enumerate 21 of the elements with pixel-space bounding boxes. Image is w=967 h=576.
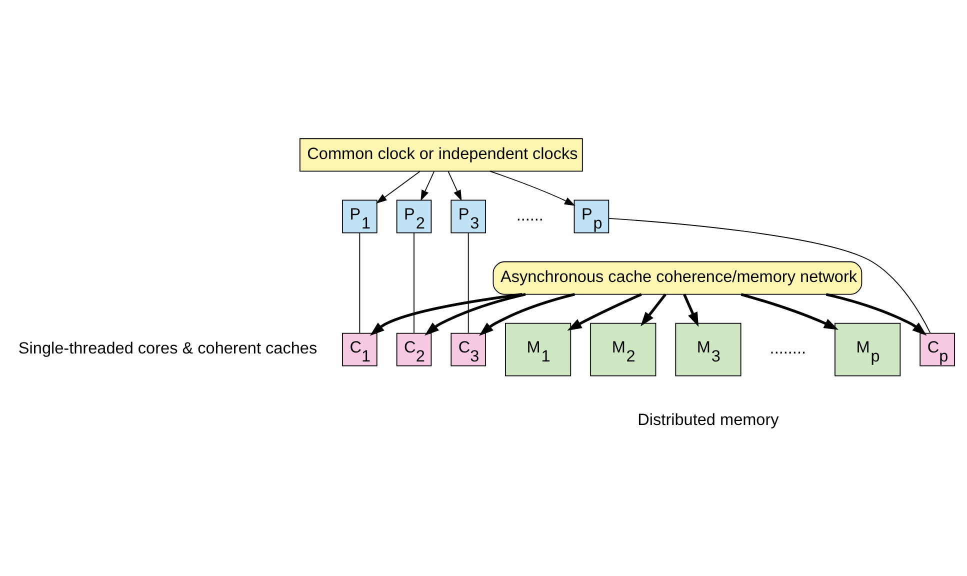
arrow [420,171,434,202]
arrow [376,171,420,204]
label: ........ [770,340,806,358]
node-box: Common clock or independent clocks [300,138,583,172]
connector [468,232,469,334]
arrow [370,293,522,336]
arrow [567,293,642,331]
label: Distributed memory [638,411,779,430]
arrow [489,170,576,206]
arrow [826,293,927,336]
label: ...... [516,206,544,224]
connector [359,232,360,334]
label: Single-threaded cores & coherent caches [18,340,318,358]
connector [608,218,931,334]
node-box: Asynchronous cache coherence/memory network [492,261,862,295]
arrow [683,294,699,327]
arrow [424,293,526,336]
arrow [640,294,666,326]
arrow [479,293,575,336]
arrow [740,293,838,330]
arrow [448,171,462,202]
